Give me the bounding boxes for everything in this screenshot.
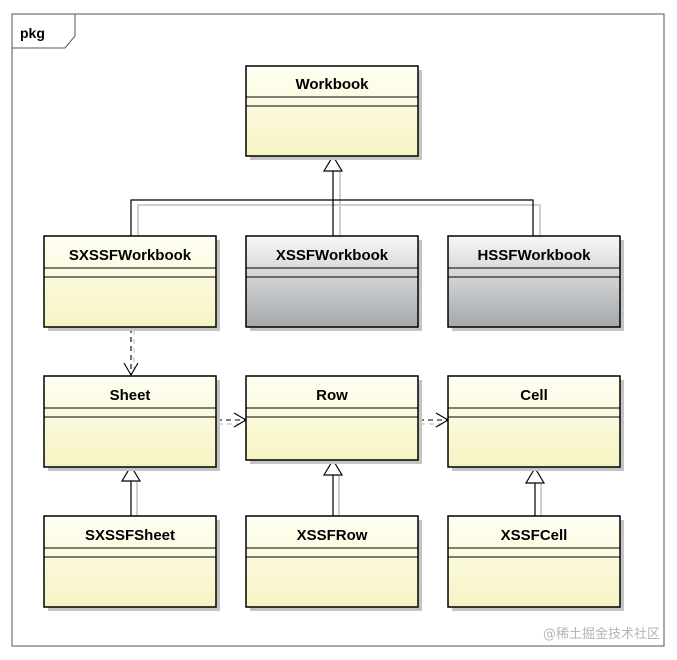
class-sxssfworkbook[interactable]: SXSSFWorkbook bbox=[43, 235, 220, 331]
class-name: XSSFRow bbox=[297, 527, 368, 544]
class-name: XSSFCell bbox=[501, 527, 568, 544]
class-name: Sheet bbox=[110, 387, 151, 404]
watermark-text: @稀土掘金技术社区 bbox=[543, 626, 660, 642]
generalization-sxssfsheet-sheet bbox=[120, 464, 142, 516]
class-name: HSSFWorkbook bbox=[477, 247, 591, 264]
class-workbook[interactable]: Workbook bbox=[245, 65, 422, 160]
class-name: XSSFWorkbook bbox=[276, 247, 389, 264]
class-xssfcell[interactable]: XSSFCell bbox=[447, 515, 624, 611]
class-xssfworkbook[interactable]: XSSFWorkbook bbox=[245, 235, 422, 331]
class-cell[interactable]: Cell bbox=[447, 375, 624, 471]
class-name: SXSSFWorkbook bbox=[69, 247, 192, 264]
dependency-sxssfworkbook-sheet bbox=[123, 328, 139, 377]
class-sheet[interactable]: Sheet bbox=[43, 375, 220, 471]
class-hssfworkbook[interactable]: HSSFWorkbook bbox=[447, 235, 624, 331]
class-name: Row bbox=[316, 387, 348, 404]
class-name: SXSSFSheet bbox=[85, 527, 175, 544]
class-sxssfsheet[interactable]: SXSSFSheet bbox=[43, 515, 220, 611]
generalization-xssfrow-row bbox=[322, 458, 344, 516]
generalization-xssfcell-cell bbox=[524, 466, 546, 516]
class-name: Cell bbox=[520, 387, 548, 404]
class-xssfrow[interactable]: XSSFRow bbox=[245, 515, 422, 611]
package-label: pkg bbox=[20, 25, 45, 41]
class-name: Workbook bbox=[295, 76, 369, 93]
class-row[interactable]: Row bbox=[245, 375, 422, 464]
workbook-generalization bbox=[130, 154, 541, 236]
